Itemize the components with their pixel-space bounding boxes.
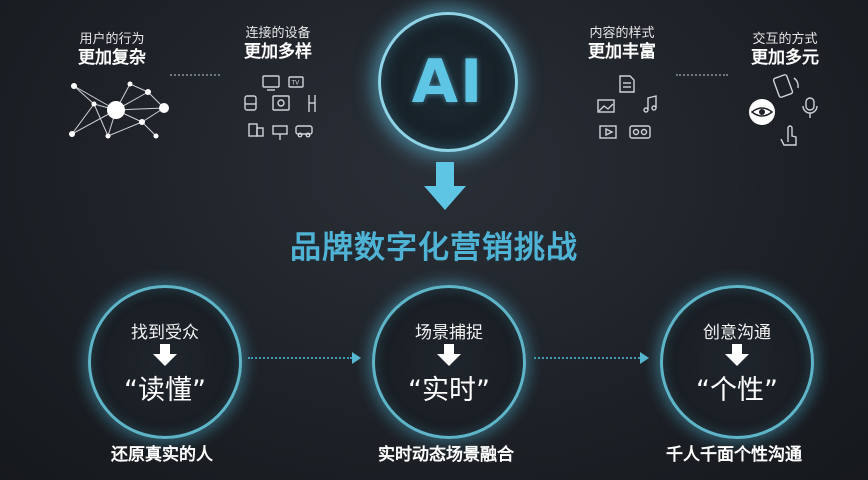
ai-label: AI <box>411 47 485 117</box>
trend-line1: 内容的样式 <box>589 26 655 41</box>
connector-dots <box>170 74 220 76</box>
stage-top-label: 创意沟通 <box>703 323 771 343</box>
trend-line1: 用户的行为 <box>79 32 145 47</box>
arrow-down-icon <box>437 344 461 366</box>
video-icon <box>599 125 617 139</box>
trend-content: 内容的样式 更加丰富 <box>572 26 672 64</box>
trend-line1: 交互的方式 <box>752 32 818 47</box>
stage-quote: “个性” <box>696 375 778 406</box>
billboard-icon <box>272 125 288 140</box>
content-icon-group <box>597 75 657 139</box>
connector-arrowhead <box>352 352 361 364</box>
connector-dots <box>534 357 640 359</box>
trend-line2: 更加多样 <box>244 42 312 63</box>
stage-creative-circle: 创意沟通 “个性” <box>660 285 814 439</box>
tv-icon: TV <box>288 76 304 88</box>
svg-text:TV: TV <box>291 80 301 87</box>
touch-gesture-icon <box>780 125 797 146</box>
headline-title: 品牌数字化营销挑战 <box>290 230 578 266</box>
interaction-icon-group <box>749 74 818 146</box>
trend-interaction: 交互的方式 更加多元 <box>735 32 835 70</box>
image-icon <box>597 99 615 113</box>
stage-quote: “读懂” <box>124 375 206 406</box>
devices-icon-group: TV <box>244 75 316 140</box>
trend-line2: 更加多元 <box>751 48 819 69</box>
connector-dots <box>676 74 728 76</box>
stage-scene-circle: 场景捕捉 “实时” <box>372 285 526 439</box>
trend-line2: 更加丰富 <box>588 42 656 63</box>
vr-glasses-icon <box>629 125 651 139</box>
stage-quote: “实时” <box>408 375 490 406</box>
train-icon <box>244 95 257 111</box>
document-icon <box>619 75 635 93</box>
stage-caption: 千人千面个性沟通 <box>666 445 802 465</box>
rotate-phone-icon <box>772 74 799 98</box>
ai-core-circle: AI <box>378 12 518 152</box>
microphone-icon <box>802 97 818 118</box>
music-icon <box>643 95 657 113</box>
trend-devices: 连接的设备 更加多样 <box>228 26 328 64</box>
stage-caption: 实时动态场景融合 <box>378 445 514 465</box>
network-graph-icon <box>69 81 169 139</box>
arrow-down-icon <box>725 344 749 366</box>
building-icon <box>248 123 264 137</box>
trend-line1: 连接的设备 <box>245 26 311 41</box>
connector-dots <box>248 357 352 359</box>
stage-caption: 还原真实的人 <box>111 445 213 465</box>
big-arrow-down-icon <box>424 162 466 210</box>
trend-line2: 更加复杂 <box>78 48 146 69</box>
eye-icon <box>749 99 775 125</box>
monitor-icon <box>262 75 280 91</box>
stage-top-label: 找到受众 <box>131 323 199 343</box>
stage-audience-circle: 找到受众 “读懂” <box>88 285 242 439</box>
stage-top-label: 场景捕捉 <box>415 323 483 343</box>
connector-arrowhead <box>640 352 649 364</box>
car-icon <box>295 125 313 138</box>
radio-icon <box>272 95 290 111</box>
arrow-down-icon <box>153 344 177 366</box>
elevator-icon <box>308 95 316 112</box>
trend-user-behavior: 用户的行为 更加复杂 <box>62 32 162 70</box>
